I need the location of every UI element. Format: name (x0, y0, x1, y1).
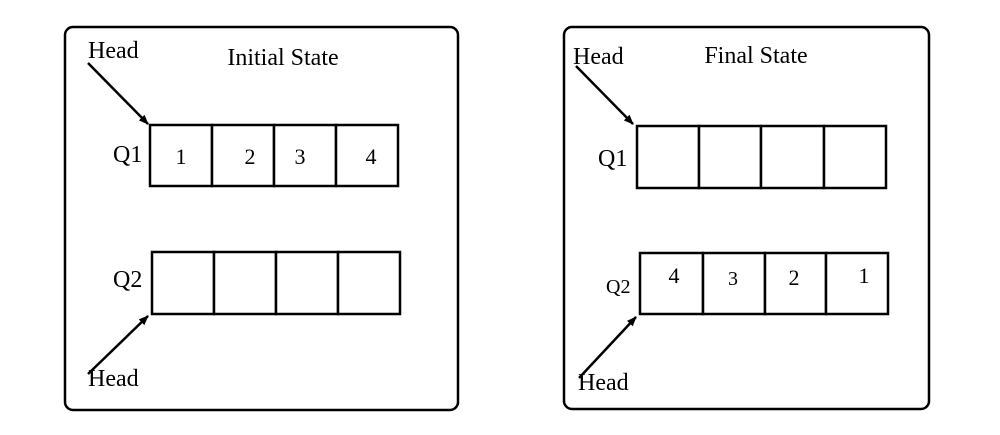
q1-label: Q1 (113, 142, 142, 168)
final-q2-cell-value: 4 (669, 263, 680, 288)
final-q2-head-label: Head (578, 370, 629, 396)
final-state-panel: Final State Head Q1 Q2 4 3 2 1 Head (562, 25, 931, 411)
q1-values: 1 2 3 4 (176, 144, 377, 169)
final-q2-cell-value: 1 (859, 263, 870, 288)
q2-head-arrow (87, 315, 149, 375)
final-q1-label: Q1 (598, 146, 627, 172)
final-state-frame (562, 25, 931, 411)
final-q1-cell (759, 124, 826, 190)
final-q1-cell (697, 124, 763, 190)
q1-cell (210, 123, 276, 188)
final-q2-cell (824, 251, 890, 316)
q2-cells (150, 250, 402, 316)
final-q1-head-arrow (575, 65, 634, 125)
initial-state-panel: Initial State Head Q1 1 2 3 4 Q2 Head (63, 25, 460, 412)
q1-cells (148, 123, 400, 188)
q2-label: Q2 (113, 267, 142, 293)
final-q1-head-label: Head (573, 44, 624, 70)
q2-cell (212, 250, 278, 316)
final-q1-cell (635, 124, 701, 190)
final-state-title: Final State (704, 43, 807, 69)
final-q2-cell (763, 251, 828, 316)
final-q2-cells (638, 251, 890, 316)
q1-cell (334, 123, 400, 188)
q1-head-label: Head (88, 38, 139, 64)
initial-state-frame (63, 25, 460, 412)
q1-head-arrow (87, 62, 149, 125)
q2-cell (150, 250, 216, 316)
q1-cell-value: 2 (245, 144, 256, 169)
q2-cell (274, 250, 340, 316)
q2-cell (336, 250, 402, 316)
final-q2-cell-value: 3 (728, 268, 738, 290)
q1-cell-value: 4 (366, 144, 377, 169)
q1-cell-value: 1 (176, 144, 187, 169)
final-q1-cell (822, 124, 888, 190)
q1-cell-value: 3 (295, 144, 306, 169)
final-q2-head-arrow (578, 316, 637, 379)
initial-state-title: Initial State (227, 45, 338, 71)
final-q2-label: Q2 (606, 276, 630, 298)
q2-head-label: Head (88, 366, 139, 392)
final-q2-values: 4 3 2 1 (669, 263, 870, 290)
final-q1-cells (635, 124, 888, 190)
q1-cell (148, 123, 214, 188)
q1-cell (272, 123, 338, 188)
final-q2-cell (638, 251, 705, 316)
final-q2-cell-value: 2 (789, 265, 800, 290)
